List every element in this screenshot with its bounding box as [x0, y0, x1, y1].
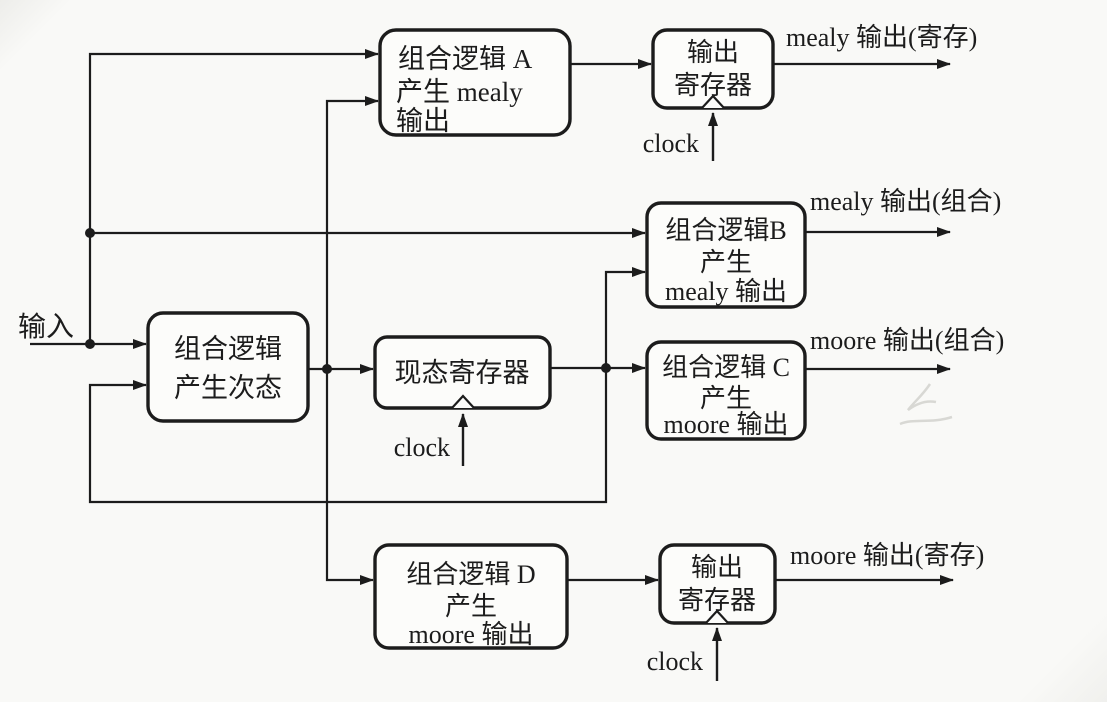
signal-labels: 输入 mealy 输出(寄存) mealy 输出(组合) moore 输出(组合…: [18, 23, 1004, 676]
clock-edge-icon-output-register-bottom: [705, 609, 729, 624]
box-logic-d: [373, 543, 569, 650]
wires: [30, 49, 954, 681]
logic-d-label-line3: moore 输出: [409, 620, 534, 649]
output-register-top-label-line1: 输出: [687, 38, 739, 67]
logic-b-label-line3: mealy 输出: [665, 277, 787, 306]
moore-combinational-output-label: moore 输出(组合): [810, 326, 1004, 355]
blocks: [146, 28, 807, 650]
junction-dot-input-branch: [85, 228, 95, 238]
wire-state-to-b: [604, 267, 646, 368]
logic-a-label-line1: 组合逻辑 A: [398, 44, 533, 74]
scan-artifact: [907, 383, 937, 412]
logic-b-label-line1: 组合逻辑B: [665, 216, 786, 245]
logic-a-label-line3: 输出: [396, 106, 450, 136]
junction-dots: [85, 228, 611, 374]
box-logic-b: [645, 201, 807, 309]
output-register-top-label-line2: 寄存器: [674, 71, 752, 100]
clock-label-output-register-bottom: clock: [647, 647, 703, 676]
logic-c-label-line3: moore 输出: [664, 410, 789, 439]
clock-label-output-register-top: clock: [643, 129, 699, 158]
wire-input-bus-to-a: [88, 49, 379, 344]
logic-next-state-label-line2: 产生次态: [174, 373, 282, 403]
logic-c-label-line1: 组合逻辑 C: [662, 353, 790, 382]
block-labels: 组合逻辑 产生次态 现态寄存器 组合逻辑 A 产生 mealy 输出 输出 寄存…: [174, 38, 790, 649]
logic-d-label-line1: 组合逻辑 D: [406, 560, 535, 589]
logic-next-state-label-line1: 组合逻辑: [174, 334, 282, 364]
state-register-label: 现态寄存器: [395, 358, 530, 388]
logic-c-label-line2: 产生: [700, 384, 752, 413]
wire-nextstate-bus-to-d: [325, 369, 374, 585]
logic-b-label-line2: 产生: [700, 248, 752, 277]
logic-a-label-line2: 产生 mealy: [396, 77, 523, 107]
clock-edge-icon-output-register-top: [701, 94, 725, 109]
output-register-bottom-label-line2: 寄存器: [678, 586, 756, 615]
box-logic-next-state: [146, 311, 310, 423]
box-logic-a: [378, 28, 572, 137]
output-register-bottom-label-line1: 输出: [691, 553, 743, 582]
input-label: 输入: [18, 311, 74, 343]
junction-dot-input: [85, 339, 95, 349]
junction-dot-nextstate: [322, 364, 332, 374]
moore-registered-output-label: moore 输出(寄存): [790, 541, 984, 570]
scan-artifact: [899, 415, 953, 426]
logic-d-label-line2: 产生: [445, 592, 497, 621]
clock-label-state-register: clock: [394, 433, 450, 462]
wire-nextstate-bus-to-a: [325, 96, 379, 369]
mealy-registered-output-label: mealy 输出(寄存): [786, 23, 977, 52]
wire-state-feedback: [88, 368, 608, 504]
box-logic-c: [645, 340, 807, 441]
mealy-combinational-output-label: mealy 输出(组合): [810, 187, 1001, 216]
clock-edge-icon-state-register: [451, 394, 475, 409]
junction-dot-currentstate: [601, 363, 611, 373]
